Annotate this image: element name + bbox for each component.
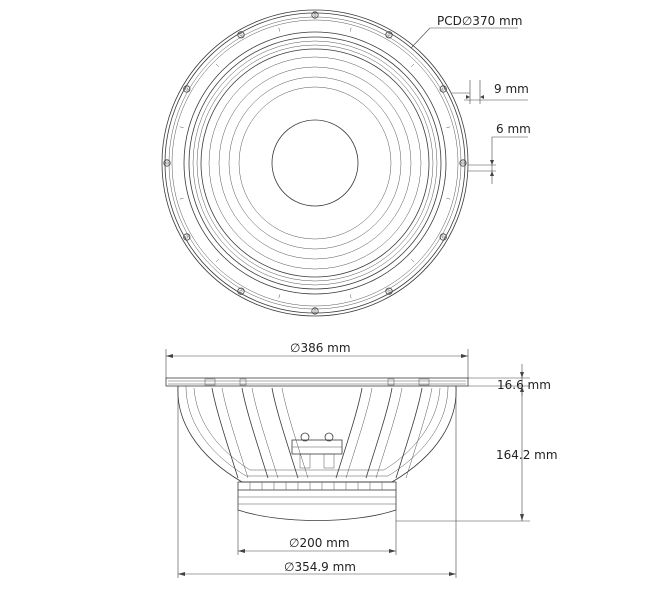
rim-tick [278,27,281,32]
pcd-dimension: PCD∅370 mm [410,14,522,49]
basket-spoke [365,387,393,479]
rim-tick [179,126,184,129]
mounting-hole [439,233,447,241]
mounting-hole [459,159,467,167]
magnet-fins [249,482,383,490]
mounting-hole-center [313,13,317,17]
flange-thickness-label: 16.6 mm [497,378,551,392]
rim-tick [411,259,415,263]
rim-tick [446,197,451,200]
mounting-hole [439,85,447,93]
baffle-cutout-label: ∅354.9 mm [284,560,356,574]
dust-cap [271,119,359,207]
rim-tick [179,197,184,200]
mounting-hole-center [441,235,445,239]
rim-tick [215,259,219,263]
basket-spoke-edge [221,387,249,479]
slot-width-dimension: 9 mm [452,80,529,104]
magnet-assembly [237,481,397,521]
flange-thickness-dimension: 16.6 mm [468,364,551,396]
mounting-hole-center [185,87,189,91]
surround-rings [183,31,447,295]
mounting-hole [183,233,191,241]
basket-spokes [211,387,433,479]
basket-spoke [241,387,269,479]
mounting-flange [165,377,469,387]
terminals [291,432,343,469]
baffle-cutout-dimension: ∅354.9 mm [177,386,457,578]
frame-rim-ticks [179,27,451,299]
pcd-label: PCD∅370 mm [437,14,522,28]
basket-spoke-edge [375,387,403,479]
basket-spoke [335,387,363,479]
rim-tick [278,294,281,299]
mounting-hole-center [387,289,391,293]
side-view: ∅386 mm [165,341,558,578]
hole-label: 6 mm [496,122,531,136]
front-view: PCD∅370 mm 9 mm 6 mm [161,9,531,317]
mounting-hole [385,31,393,39]
magnet-diameter-label: ∅200 mm [289,536,350,550]
mounting-hole [183,85,191,93]
mounting-hole-center [165,161,169,165]
mounting-hole [237,287,245,295]
rim-tick [349,294,352,299]
basket-spoke-edge [405,387,433,479]
basket-spoke-edge [281,387,309,479]
rim-tick [349,27,352,32]
mounting-hole-center [313,309,317,313]
mounting-hole-center [461,161,465,165]
hole-dimension: 6 mm [468,122,531,184]
mounting-hole [163,159,171,167]
depth-dimension: 164.2 mm [396,386,558,522]
basket-spoke [211,387,239,479]
mounting-hole-center [185,235,189,239]
basket-spoke-edge [251,387,279,479]
mounting-hole [311,307,319,315]
frame-outer-rings [161,9,469,317]
basket-spoke [395,387,423,479]
cone-rings [208,56,422,270]
mounting-hole-center [441,87,445,91]
depth-label: 164.2 mm [496,448,558,462]
mounting-hole [311,11,319,19]
mounting-hole-center [239,33,243,37]
rim-tick [411,63,415,67]
basket-spoke [271,387,299,479]
rim-tick [446,126,451,129]
frame-diameter-label: ∅386 mm [290,341,351,355]
mounting-holes [163,11,467,315]
basket [177,385,457,483]
mounting-hole [385,287,393,295]
frame-diameter-dimension: ∅386 mm [165,341,469,378]
rim-tick [215,63,219,67]
mounting-hole [237,31,245,39]
basket-spoke-edge [345,387,373,479]
mounting-hole-center [387,33,391,37]
mounting-hole-center [239,289,243,293]
slot-width-label: 9 mm [494,82,529,96]
magnet-diameter-dimension: ∅200 mm [237,510,397,555]
